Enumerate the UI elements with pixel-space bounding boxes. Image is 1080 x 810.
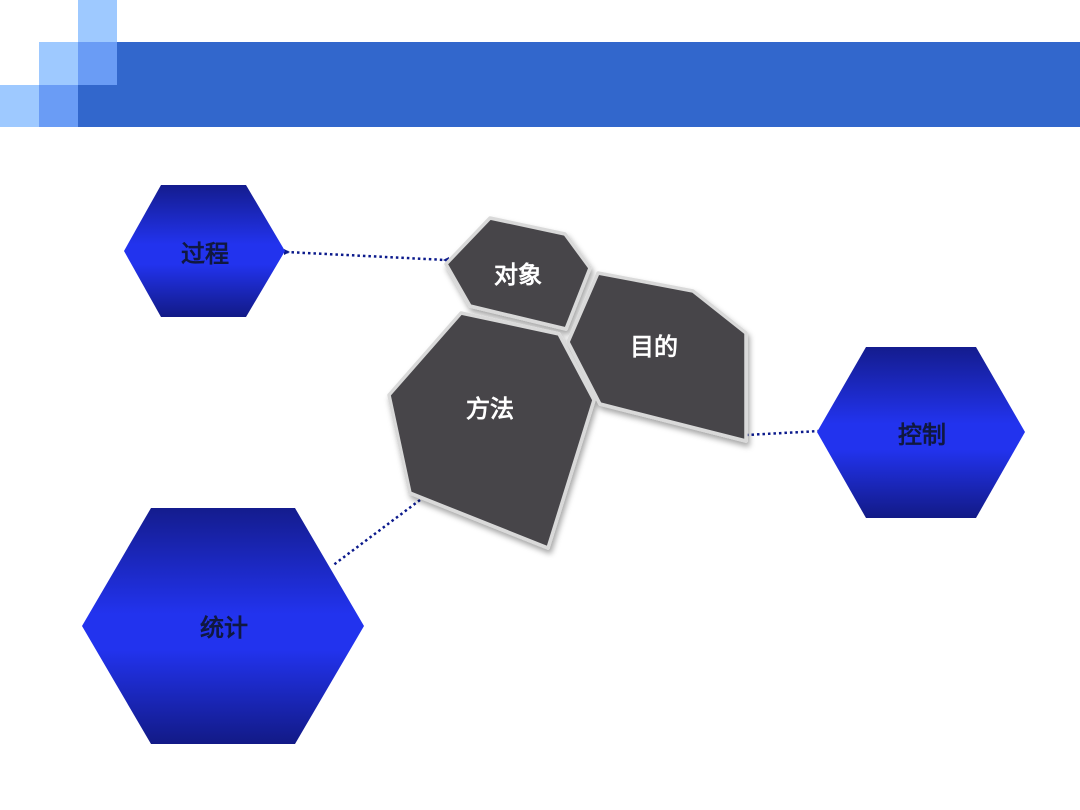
outer-hexagons [82,185,1025,744]
header-square-mid-top [78,42,117,85]
connector-process-object [285,250,447,262]
hexagon-control [817,347,1025,518]
header-square-mid-bottom [39,85,78,127]
control-label: 控制 [898,421,946,449]
header-square-light-bottom [0,85,39,127]
shape-method [387,311,596,550]
shape-object [444,216,592,331]
process-label: 过程 [181,240,229,268]
purpose-label: 目的 [630,333,678,361]
hexagon-statistics [82,508,364,744]
method-label: 方法 [466,395,514,423]
header-square-light-left [39,42,78,85]
core-shapes [387,216,748,550]
header-square-light-top [78,0,117,42]
statistics-label: 统计 [200,614,248,642]
hexagon-process [124,185,285,317]
connector-endpoint-process [284,249,290,255]
header-bar [78,42,1080,127]
object-label: 对象 [494,261,542,289]
shape-purpose [566,271,748,443]
connector-purpose-control [745,429,821,437]
connector-method-statistics [331,499,421,567]
